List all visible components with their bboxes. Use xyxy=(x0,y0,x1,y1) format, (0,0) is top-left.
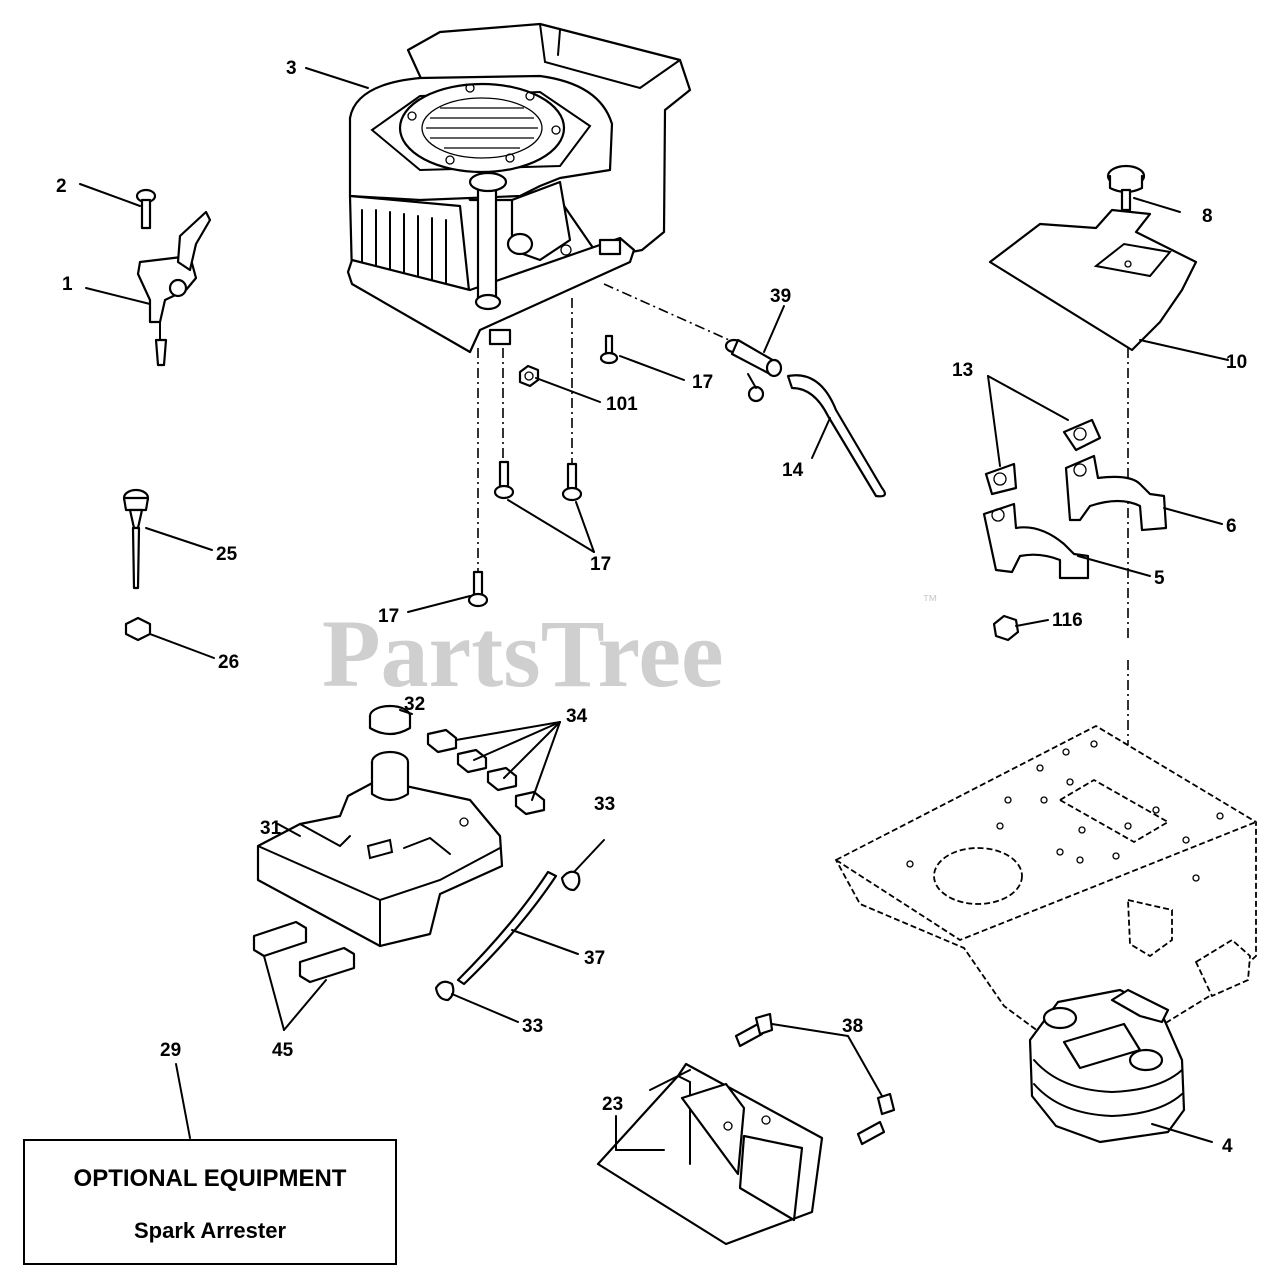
shield-part-10[interactable] xyxy=(988,208,1198,352)
chassis-frame xyxy=(834,724,1257,1042)
optional-equipment-box: OPTIONAL EQUIPMENT Spark Arrester xyxy=(23,1139,397,1265)
bolt-part-17-lower[interactable] xyxy=(467,570,489,608)
callout-8: 8 xyxy=(1202,206,1213,227)
callout-33-bottom: 33 xyxy=(522,1016,543,1037)
callout-1: 1 xyxy=(62,274,73,295)
nut-part-116[interactable] xyxy=(992,614,1020,642)
callout-14: 14 xyxy=(782,460,804,481)
callout-4: 4 xyxy=(1222,1136,1233,1157)
callout-38: 39 xyxy=(770,286,791,307)
watermark-text: PartsTree xyxy=(322,600,724,707)
callout-45: 38 xyxy=(842,1016,863,1037)
callout-17-lower: 17 xyxy=(378,606,399,627)
optional-box-title: OPTIONAL EQUIPMENT xyxy=(74,1165,347,1192)
callout-32: 32 xyxy=(404,694,425,715)
pads-part-34[interactable] xyxy=(426,728,546,816)
shield-part-23[interactable] xyxy=(596,1062,824,1246)
callout-31: 31 xyxy=(260,818,282,839)
callout-23: 23 xyxy=(602,1094,623,1115)
callout-2: 2 xyxy=(56,176,67,197)
nut-part-26[interactable] xyxy=(124,616,152,642)
leader-lines xyxy=(79,67,1229,1151)
callout-3: 3 xyxy=(286,58,297,79)
callout-34: 34 xyxy=(566,706,588,727)
engine-part-3[interactable] xyxy=(346,22,692,354)
bolt-part-25[interactable] xyxy=(122,488,150,590)
watermark-tm: ™ xyxy=(922,593,938,610)
callout-116: 116 xyxy=(1052,610,1083,631)
screw-part-45[interactable] xyxy=(734,1012,896,1146)
callout-33-top: 33 xyxy=(594,794,615,815)
callout-37: 37 xyxy=(584,948,605,969)
gasket-part-13[interactable] xyxy=(984,418,1102,496)
callout-101: 101 xyxy=(606,394,638,415)
clamp-part-33-bottom[interactable] xyxy=(434,980,455,1002)
fuel-tank-part-31[interactable] xyxy=(256,750,504,948)
callout-26: 26 xyxy=(218,652,239,673)
pads-part-39[interactable] xyxy=(252,920,356,984)
callout-17-pair: 17 xyxy=(590,554,611,575)
throttle-control-part-1[interactable] xyxy=(136,210,212,367)
screw-part-2[interactable] xyxy=(135,188,157,230)
fuel-filter-part-38[interactable] xyxy=(724,338,783,403)
optional-box-subtitle: Spark Arrester xyxy=(134,1218,286,1243)
exhaust-pipe-part-5[interactable] xyxy=(982,502,1090,580)
muffler-part-4[interactable] xyxy=(1028,988,1186,1144)
bolt-part-17-pair[interactable] xyxy=(493,460,583,502)
callout-29: 29 xyxy=(160,1040,181,1061)
clamp-part-33-top[interactable] xyxy=(560,870,581,892)
nut-part-101[interactable] xyxy=(518,364,540,388)
callout-6: 6 xyxy=(1226,516,1237,537)
callout-25: 25 xyxy=(216,544,238,565)
callout-13: 13 xyxy=(952,360,973,381)
fuel-line-part-37[interactable] xyxy=(456,870,558,986)
callout-17-top: 17 xyxy=(692,372,713,393)
knob-part-8[interactable] xyxy=(1106,164,1146,212)
callout-5: 5 xyxy=(1154,568,1165,589)
callout-10: 10 xyxy=(1226,352,1247,373)
fuel-line-part-14[interactable] xyxy=(786,374,886,498)
bolt-part-17-top[interactable] xyxy=(599,334,619,365)
callout-39: 45 xyxy=(272,1040,294,1061)
exhaust-pipe-part-6[interactable] xyxy=(1064,454,1168,532)
callout-labels: 3 2 1 8 10 13 6 5 116 39 14 17 101 17 17… xyxy=(56,58,1247,1157)
